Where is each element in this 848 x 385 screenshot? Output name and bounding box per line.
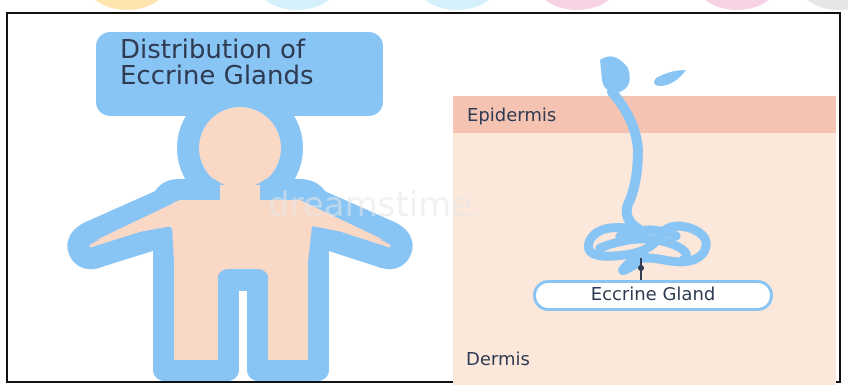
watermark-text: dreamstime.: [268, 185, 483, 225]
sweat-gland-coil-icon: [588, 226, 706, 270]
human-figure-icon: [78, 96, 401, 370]
sweat-duct: [612, 92, 640, 230]
gland-pointer-dot: [638, 265, 644, 271]
gland-label: Eccrine Gland: [533, 282, 773, 308]
sweat-droplet-icon: [600, 56, 686, 92]
